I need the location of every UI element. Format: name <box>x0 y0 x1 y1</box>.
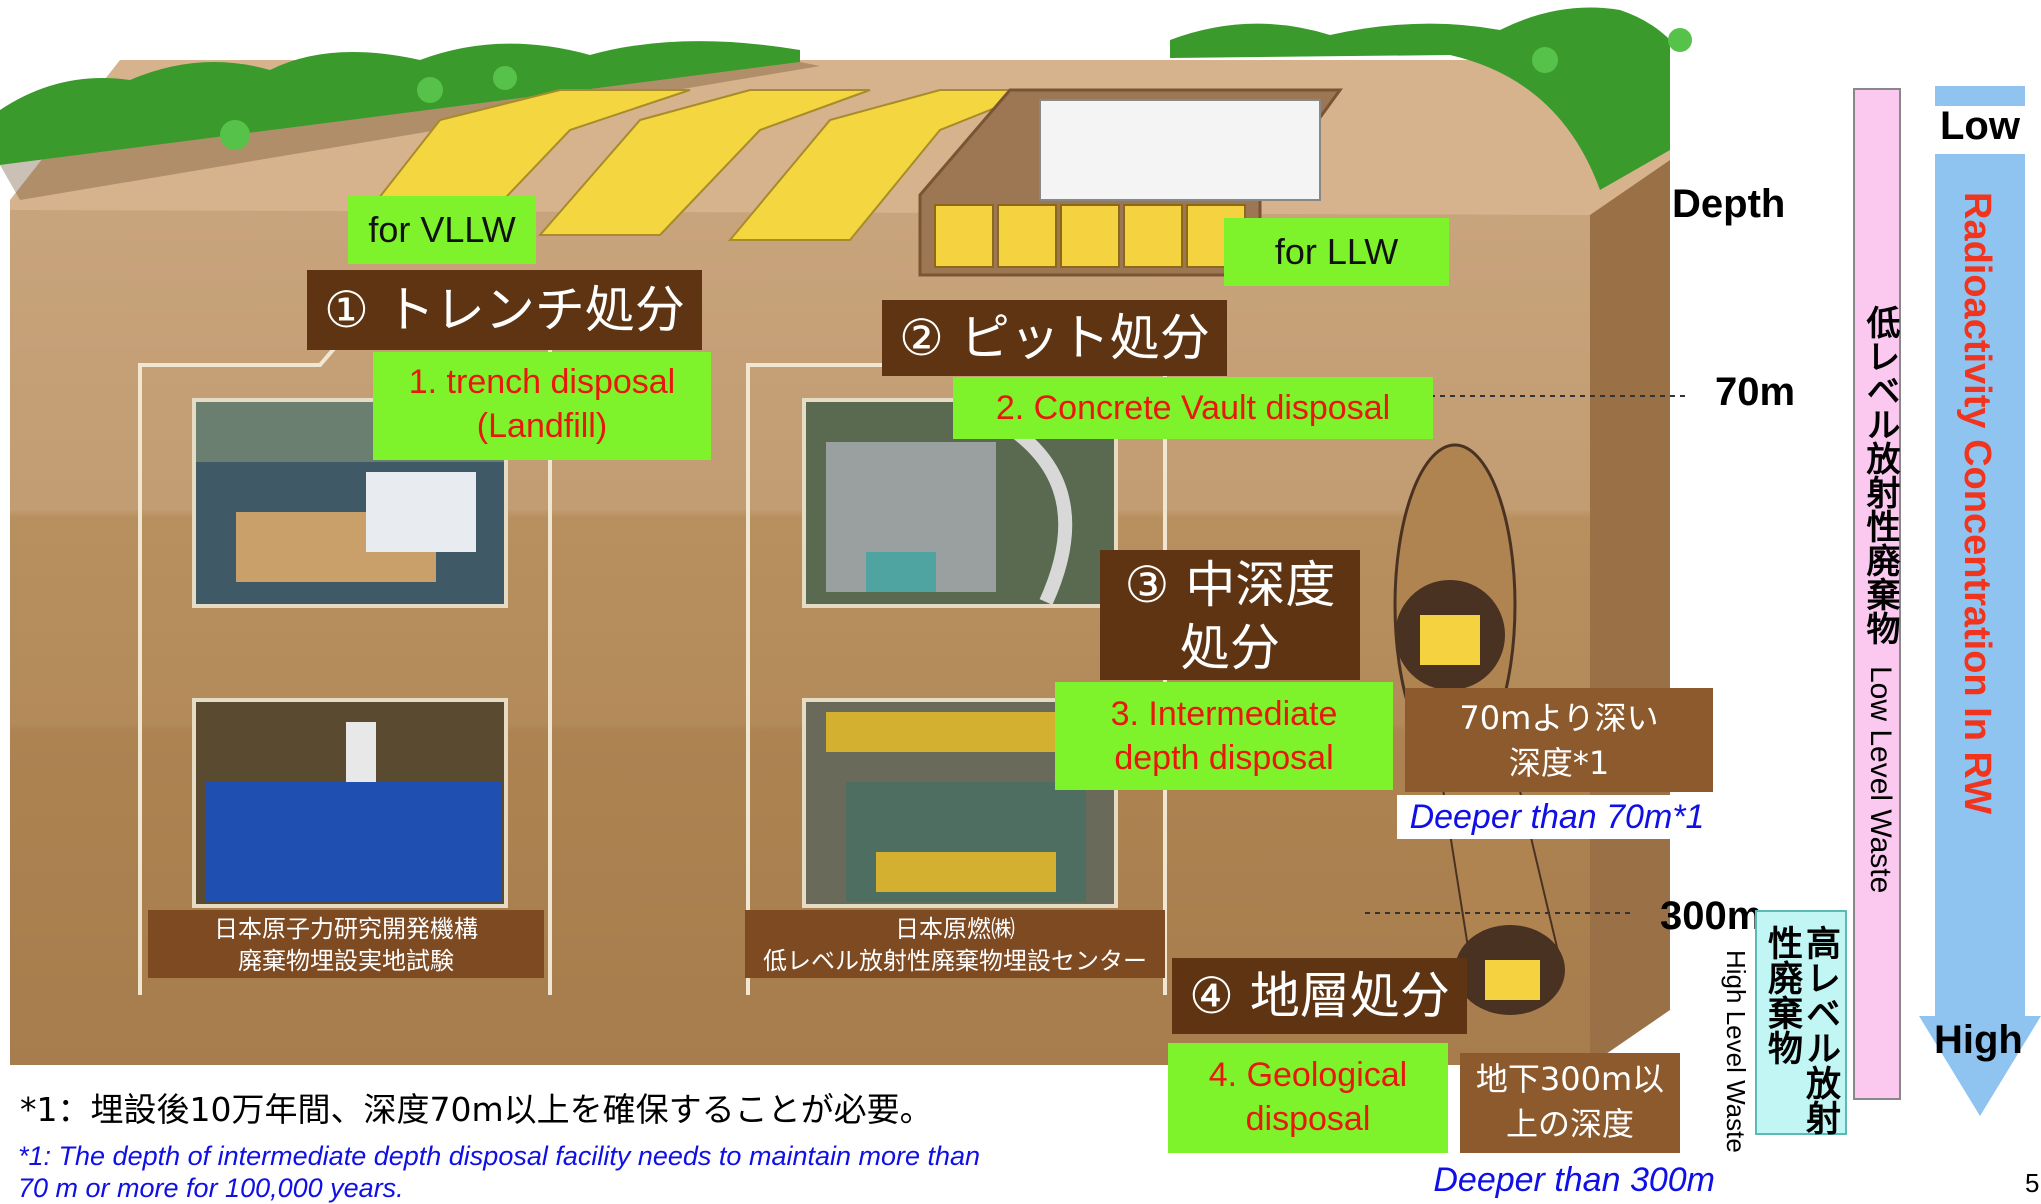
low-level-waste-jp: 低レベル放射性廃棄物 <box>1860 305 1900 645</box>
pit-caption-line2: 低レベル放射性廃棄物埋設センター <box>763 947 1147 976</box>
vault-disposal-header: ② ピット処分 <box>882 300 1227 376</box>
pit-caption-line1: 日本原燃㈱ <box>895 915 1015 943</box>
geological-english-line1: 4. Geological <box>1208 1056 1408 1094</box>
depth-300m-label: 300m <box>1660 894 1763 938</box>
intermediate-english-line1: 3. Intermediate <box>1110 695 1338 733</box>
intermediate-disposal-header: ③ 中深度 処分 <box>1100 550 1360 680</box>
footnote-en-line2: 70 m or more for 100,000 years. <box>18 1173 404 1203</box>
radioactivity-arrow <box>1919 86 2041 1116</box>
geological-depth-line1: 地下300m以 <box>1475 1060 1665 1098</box>
intermediate-english-line2: depth disposal <box>1114 739 1334 778</box>
high-level-waste-jp: 高レベル放射 性廃棄物 <box>1762 925 1840 1150</box>
geological-depth-english: Deeper than 300m <box>1433 1161 1715 1199</box>
llw-tag: for LLW <box>1224 218 1449 286</box>
vllw-tag: for VLLW <box>348 196 536 264</box>
intermediate-depth-english: Deeper than 70m*1 <box>1397 795 1717 839</box>
trench-caption-line2: 廃棄物埋設実地試験 <box>238 947 454 976</box>
intermediate-depth-note: 70mより深い 深度*1 <box>1405 688 1713 792</box>
geological-disposal-header: ④ 地層処分 <box>1172 958 1467 1034</box>
geological-depth-note: 地下300m以 上の深度 <box>1460 1053 1680 1153</box>
page-number: 5 <box>2025 1168 2040 1198</box>
low-level-waste-label: 低レベル放射性廃棄物 Low Level Waste <box>1856 305 1905 1005</box>
high-level-waste-jp-line1: 高レベル放射 <box>1800 925 1840 1135</box>
trench-disposal-header: ① トレンチ処分 <box>307 270 702 350</box>
radioactivity-low-bg <box>1935 106 2025 154</box>
high-level-waste-jp-line2: 性廃棄物 <box>1762 925 1802 1065</box>
intermediate-header-line1: ③ 中深度 <box>1124 556 1336 614</box>
intermediate-depth-line2: 深度*1 <box>1508 743 1610 782</box>
depth-title: Depth <box>1672 182 1786 226</box>
low-level-waste-en: Low Level Waste <box>1864 666 1897 894</box>
trench-disposal-english: 1. trench disposal (Landfill) <box>373 352 711 460</box>
geological-english-line2: disposal <box>1245 1100 1371 1139</box>
trench-caption-line1: 日本原子力研究開発機構 <box>214 915 478 943</box>
high-level-waste-box <box>1755 910 1847 1135</box>
high-level-waste-en: High Level Waste <box>1721 950 1751 1153</box>
vault-disposal-english: 2. Concrete Vault disposal <box>953 377 1433 439</box>
pit-photo-caption: 日本原燃㈱ 低レベル放射性廃棄物埋設センター <box>745 910 1165 978</box>
geological-disposal-english: 4. Geological disposal <box>1168 1043 1448 1153</box>
radioactivity-high-label: High <box>1934 1018 2023 1062</box>
intermediate-disposal-english: 3. Intermediate depth disposal <box>1055 682 1393 790</box>
footnote-jp: *1：埋設後10万年間、深度70m以上を確保することが必要。 <box>12 1082 956 1138</box>
trench-english-line1: 1. trench disposal <box>408 363 676 401</box>
intermediate-depth-line1: 70mより深い <box>1459 699 1659 737</box>
trench-waste-bags-photo <box>192 698 508 908</box>
footnote-en: *1: The depth of intermediate depth disp… <box>18 1140 1218 1204</box>
trench-photo-caption: 日本原子力研究開発機構 廃棄物埋設実地試験 <box>148 910 544 978</box>
radioactivity-low-label: Low <box>1940 104 2020 148</box>
intermediate-header-line2: 処分 <box>1180 618 1280 677</box>
trench-english-line2: (Landfill) <box>476 407 608 446</box>
radioactivity-title: Radioactivity Concentration In RW <box>1956 192 1998 815</box>
depth-70m-label: 70m <box>1715 370 1796 414</box>
low-level-waste-band <box>1853 88 1901 1100</box>
footnote-en-line1: *1: The depth of intermediate depth disp… <box>18 1141 981 1171</box>
geological-depth-line2: 上の深度 <box>1505 1104 1634 1143</box>
